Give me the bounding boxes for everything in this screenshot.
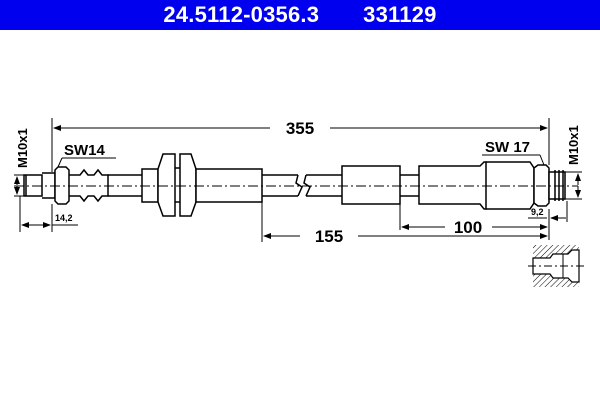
length-100-label: 100: [454, 218, 482, 237]
reference-number: 331129: [363, 2, 437, 27]
right-fitting-length-label: 9,2: [531, 207, 544, 217]
right-thread-label: M10x1: [566, 125, 581, 165]
right-wrench-size-label: SW 17: [485, 139, 530, 156]
title-bar: 24.5112-0356.3 331129: [0, 0, 600, 30]
left-fitting-length-label: 14,2: [55, 213, 73, 223]
left-thread-label: M10x1: [15, 128, 30, 168]
overall-length-label: 355: [286, 119, 314, 138]
part-number: 24.5112-0356.3: [163, 2, 320, 27]
hose-outline: [23, 153, 566, 217]
port-detail: [528, 245, 584, 287]
dimension-lines: [14, 118, 582, 242]
left-wrench-size-label: SW14: [64, 142, 106, 159]
length-155-label: 155: [315, 227, 343, 246]
